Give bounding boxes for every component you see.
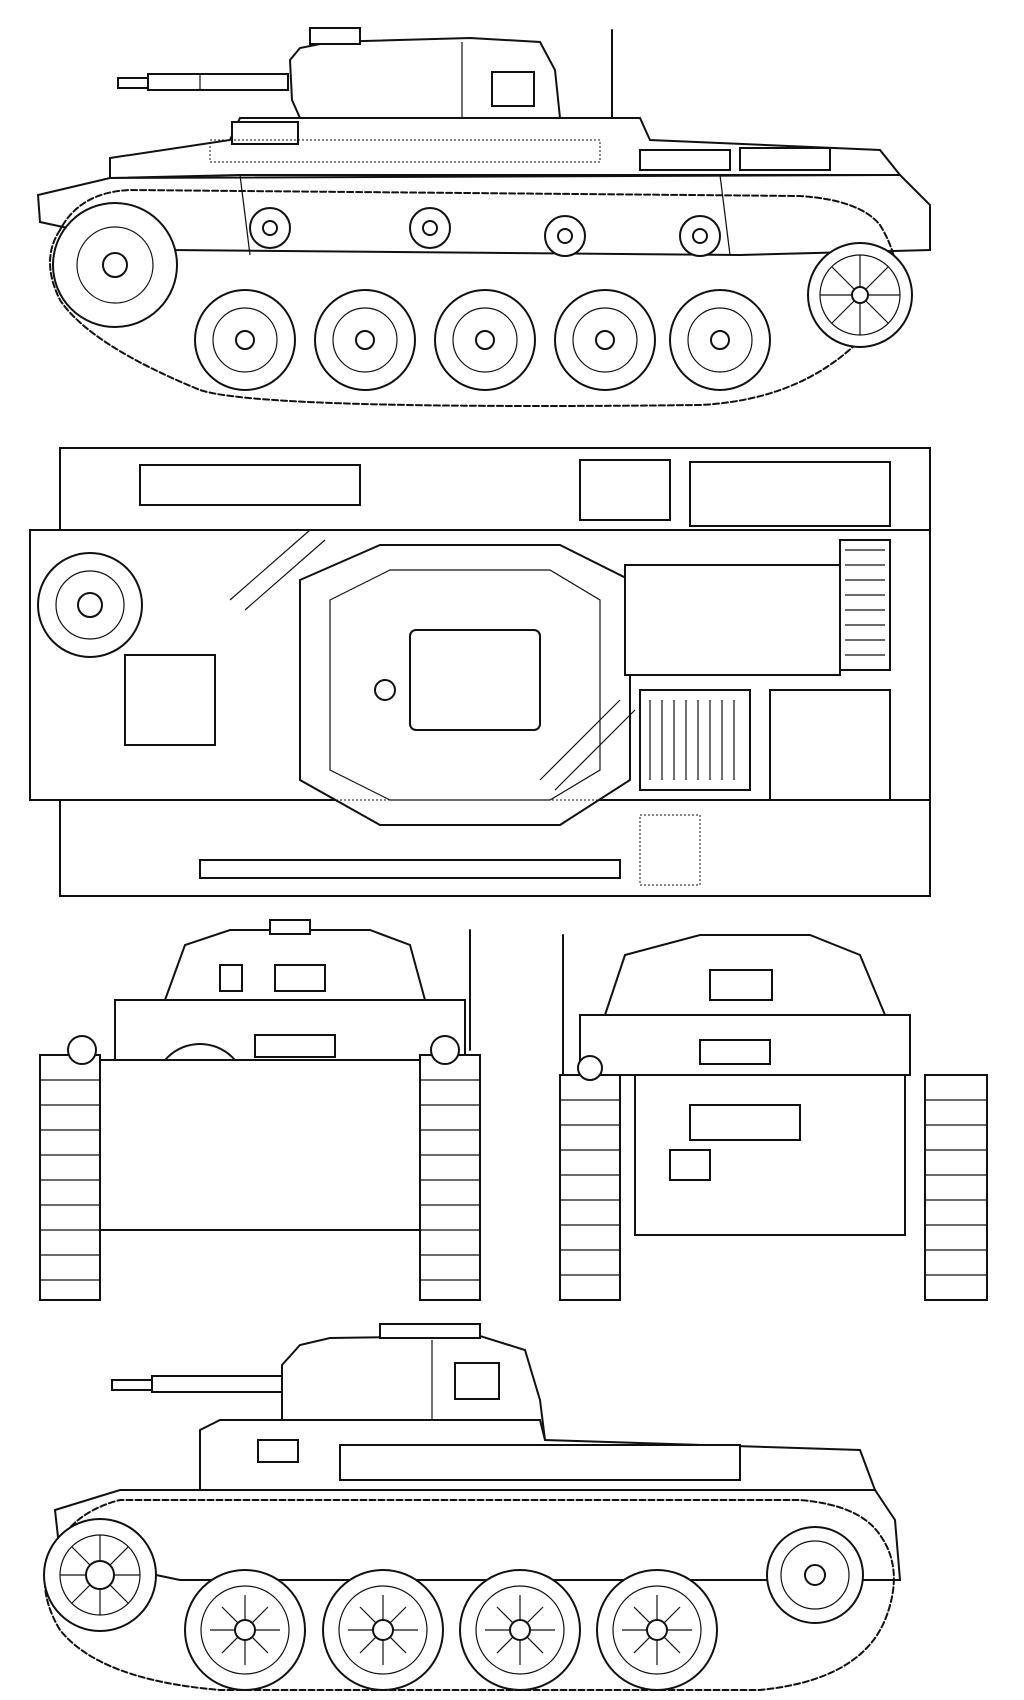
rear-tracks xyxy=(559,1074,988,1301)
return-rollers xyxy=(249,207,721,257)
front-view xyxy=(39,919,481,1301)
drive-sprocket xyxy=(807,242,913,348)
track xyxy=(49,189,897,407)
side-view-upper xyxy=(36,27,931,407)
top-view xyxy=(29,447,931,897)
jack-bar xyxy=(199,859,621,879)
spare-wheel xyxy=(37,552,143,658)
main-gun xyxy=(117,73,289,91)
front-tracks xyxy=(39,1054,481,1301)
lower-drive-sprocket xyxy=(43,1518,157,1632)
driver-hatch xyxy=(124,654,216,746)
lower-main-gun xyxy=(111,1375,285,1393)
engine-grilles xyxy=(624,539,891,801)
turret-vision-port xyxy=(491,71,535,107)
lower-idler-wheel xyxy=(766,1526,864,1624)
idler-wheel xyxy=(52,202,178,328)
fender-box xyxy=(579,459,671,521)
road-wheels xyxy=(194,289,771,391)
tool-stowage xyxy=(139,464,361,506)
lower-road-wheels xyxy=(184,1569,718,1691)
muffler xyxy=(689,1104,801,1141)
rear-view xyxy=(559,934,988,1301)
commander-hatch xyxy=(409,629,541,731)
lower-track xyxy=(44,1499,895,1691)
side-view-lower xyxy=(43,1323,902,1691)
commander-cupola xyxy=(309,27,361,45)
